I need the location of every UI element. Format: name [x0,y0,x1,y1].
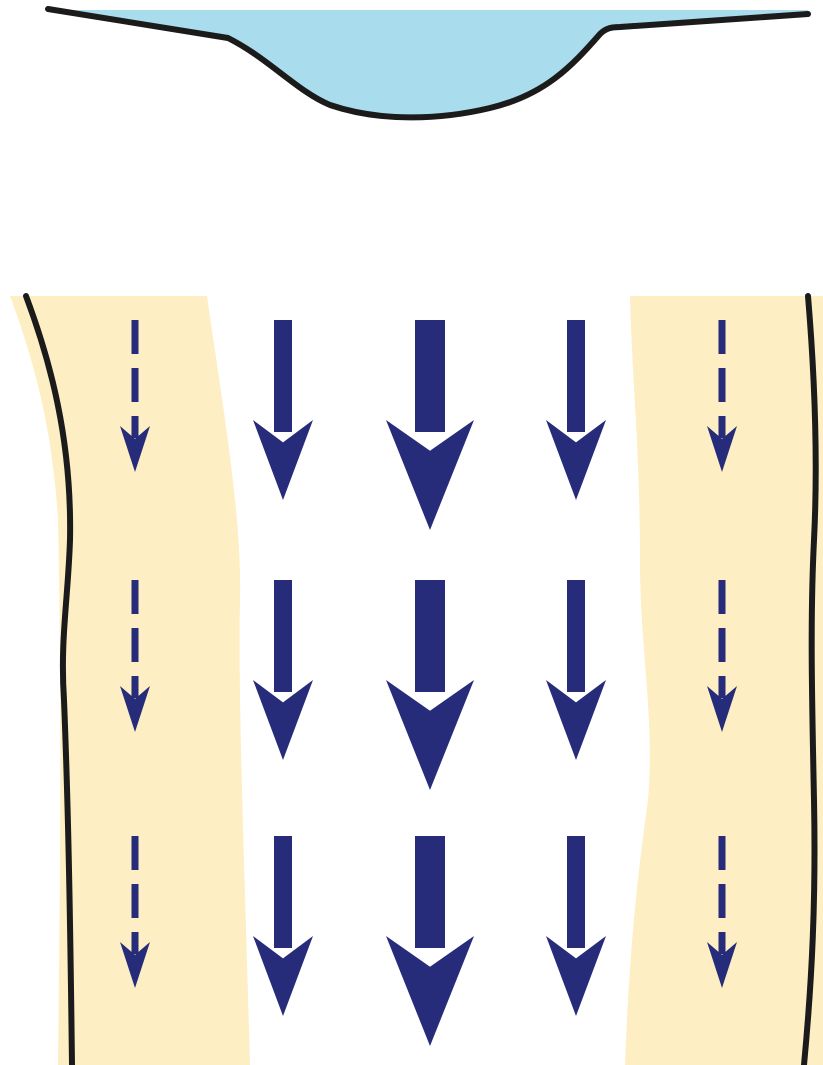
river-plan-view [10,296,823,1065]
flow-arrow-center-row-1 [386,320,474,530]
flow-arrow-left-mid-row-3 [253,836,313,1016]
flow-arrow-left-mid-row-1 [253,320,313,500]
river-cross-section [48,9,808,117]
flow-arrow-center-row-3 [386,836,474,1046]
flow-arrow-right-mid-row-3 [546,836,606,1016]
left-bank-sand [10,296,250,1065]
flow-arrow-right-mid-row-1 [546,320,606,500]
flow-arrow-head [386,936,474,1046]
flow-arrow-center-row-2 [386,580,474,790]
flow-arrow-head [386,420,474,530]
flow-arrow-head [386,680,474,790]
flow-arrow-left-mid-row-2 [253,580,313,760]
flow-arrow-right-mid-row-2 [546,580,606,760]
